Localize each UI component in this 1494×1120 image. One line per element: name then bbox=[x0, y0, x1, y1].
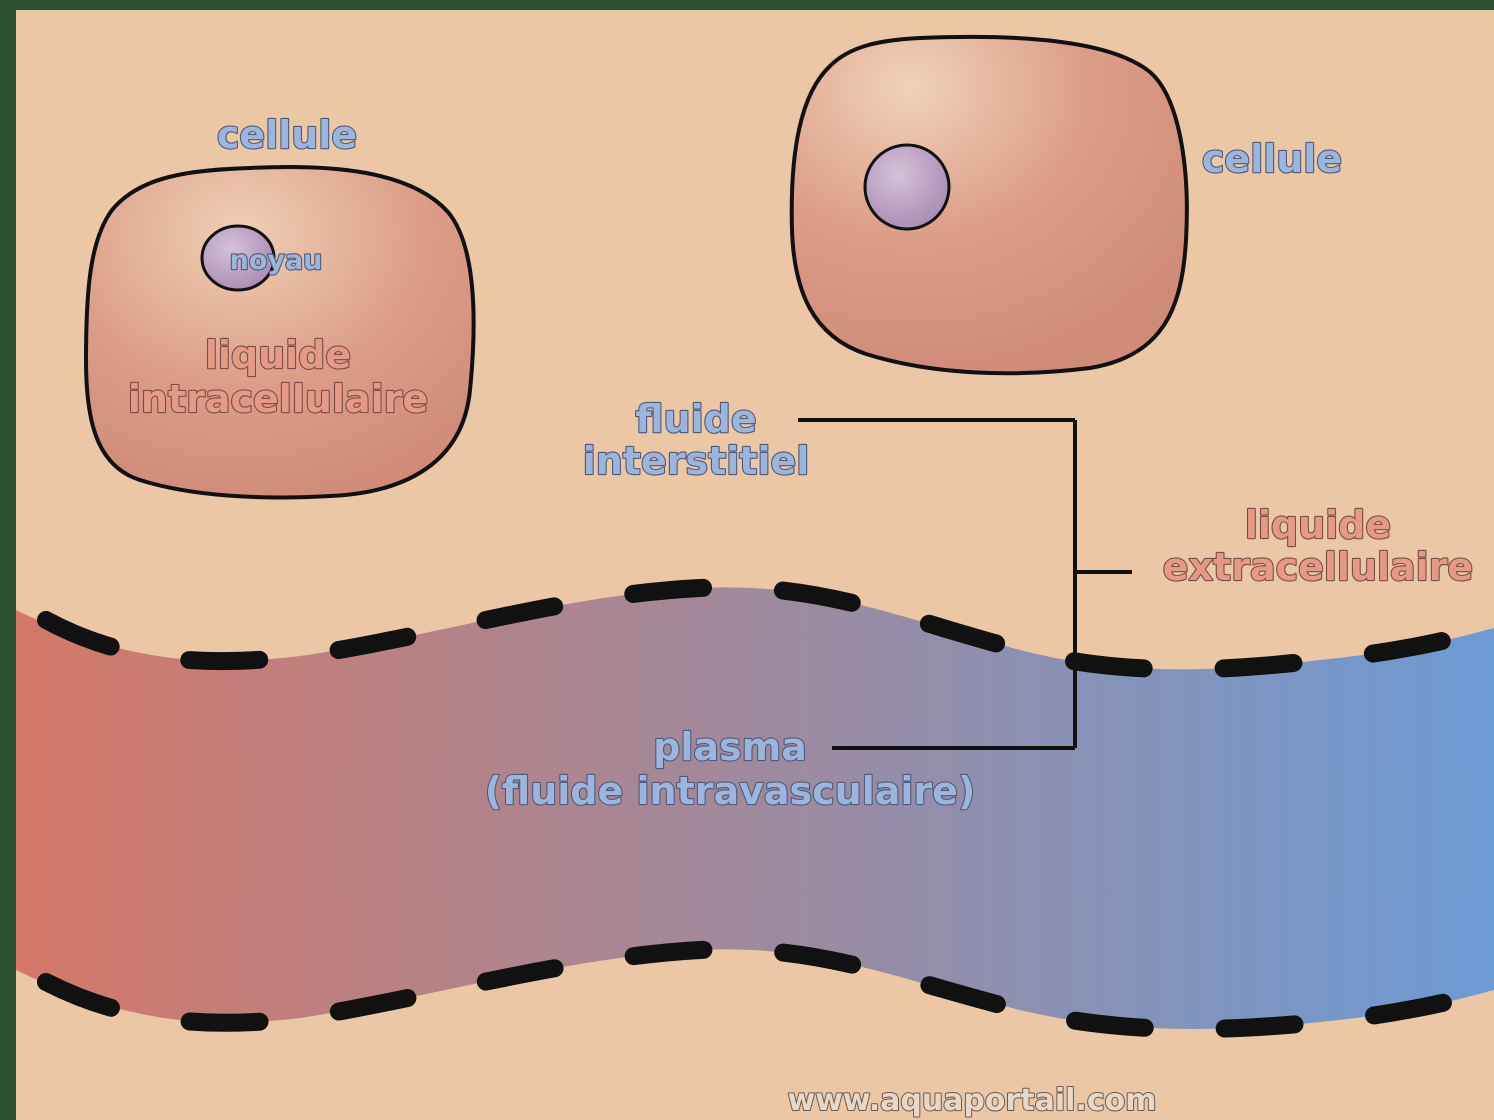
label-interstitial-line1: fluide bbox=[635, 397, 756, 441]
label-interstitial-line2: interstitiel bbox=[583, 439, 810, 483]
label-intracellular-line1: liquide bbox=[205, 333, 351, 377]
label-extracellular-line2: extracellulaire bbox=[1163, 545, 1473, 589]
label-cell-right: cellule bbox=[1202, 137, 1342, 181]
label-plasma-line1: plasma bbox=[653, 725, 807, 769]
nucleus-right bbox=[865, 145, 949, 229]
label-intracellular-line2: intracellulaire bbox=[128, 377, 428, 421]
label-cell-left: cellule bbox=[217, 113, 357, 157]
website-watermark: www.aquaportail.com bbox=[787, 1083, 1156, 1118]
label-plasma-line2: (fluide intravasculaire) bbox=[485, 769, 976, 813]
label-extracellular-line1: liquide bbox=[1245, 503, 1391, 547]
label-nucleus: noyau bbox=[230, 245, 323, 276]
cell-right bbox=[792, 37, 1187, 373]
